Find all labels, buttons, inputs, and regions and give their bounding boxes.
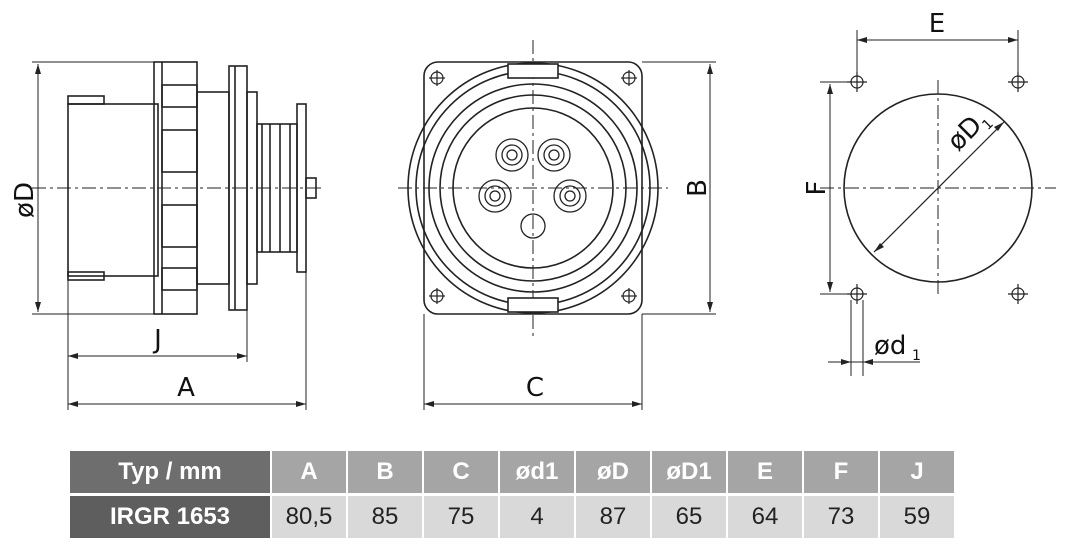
table-cell: 85 bbox=[346, 494, 423, 538]
header-cell: C bbox=[422, 451, 499, 496]
label-oD1: øD bbox=[942, 110, 989, 157]
label-od1-sub: 1 bbox=[912, 348, 921, 364]
header-cell: øD1 bbox=[650, 451, 727, 496]
header-cell: A bbox=[270, 451, 347, 496]
table-header-row: Typ / mm A B C ød1 øD øD1 E F J bbox=[70, 451, 954, 496]
dimension-table: Typ / mm A B C ød1 øD øD1 E F J IRGR 165… bbox=[70, 451, 954, 538]
table-cell: 75 bbox=[422, 494, 499, 538]
table-row: IRGR 1653 80,5 85 75 4 87 65 64 73 59 bbox=[70, 494, 954, 538]
table-cell: 4 bbox=[498, 494, 575, 538]
table-cell: 59 bbox=[878, 494, 954, 538]
label-oD: øD bbox=[10, 182, 40, 218]
label-A: A bbox=[177, 373, 195, 403]
label-B: B bbox=[683, 179, 713, 197]
table-cell: 65 bbox=[650, 494, 727, 538]
table-cell: 80,5 bbox=[270, 494, 347, 538]
label-E: E bbox=[929, 9, 945, 39]
header-cell: J bbox=[878, 451, 954, 496]
technical-drawing: øD J A bbox=[10, 9, 1056, 410]
cutout-view: E F ød 1 øD 1 bbox=[802, 9, 1056, 376]
label-J: J bbox=[152, 325, 162, 355]
row-label-cell: IRGR 1653 bbox=[70, 494, 271, 538]
header-cell: B bbox=[346, 451, 423, 496]
label-C: C bbox=[526, 373, 544, 403]
label-F: F bbox=[802, 181, 832, 196]
side-view: øD J A bbox=[10, 61, 325, 410]
header-cell: E bbox=[726, 451, 803, 496]
header-cell: ød1 bbox=[498, 451, 575, 496]
label-od1: ød bbox=[874, 331, 906, 361]
header-cell: Typ / mm bbox=[70, 451, 271, 496]
header-cell: øD bbox=[574, 451, 651, 496]
header-cell: F bbox=[802, 451, 879, 496]
table-cell: 87 bbox=[574, 494, 651, 538]
table-cell: 64 bbox=[726, 494, 803, 538]
front-view: B C bbox=[398, 40, 716, 410]
table-cell: 73 bbox=[802, 494, 879, 538]
